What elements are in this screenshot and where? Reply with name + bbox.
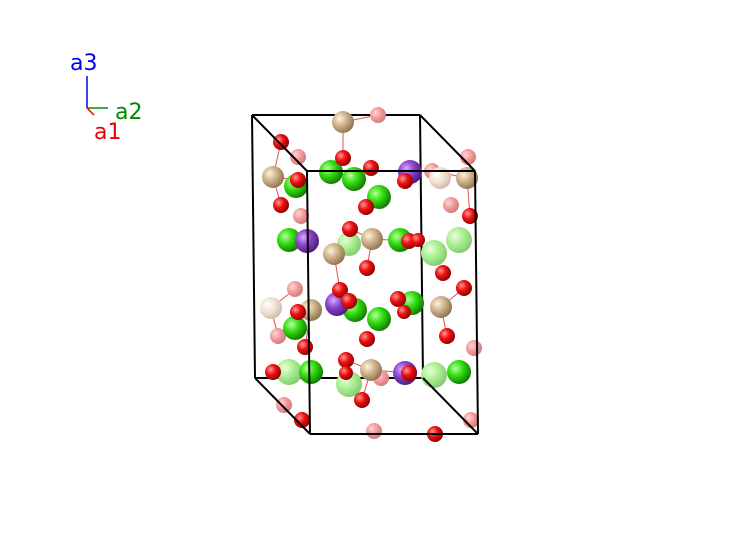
oxygen-atom: [397, 305, 411, 319]
oxygen-atom: [366, 423, 382, 439]
oxygen-atom: [363, 160, 379, 176]
oxygen-atom: [443, 197, 459, 213]
a1-axis-label: a1: [94, 120, 121, 145]
oxygen-atom: [456, 280, 472, 296]
chlorine-atom: [367, 307, 391, 331]
chlorine-atom: [421, 240, 447, 266]
oxygen-atom: [439, 328, 455, 344]
chlorine-atom: [299, 360, 323, 384]
oxygen-atom: [411, 233, 425, 247]
chlorine-atom: [342, 167, 366, 191]
oxygen-atom: [390, 291, 406, 307]
metal-atom: [262, 166, 284, 188]
a1-axis-line: [86, 107, 95, 116]
oxygen-atom: [354, 392, 370, 408]
oxygen-atom: [276, 397, 292, 413]
metal-atom: [361, 228, 383, 250]
metal-atom: [300, 299, 322, 321]
metal-atoms: [262, 111, 478, 381]
oxygen-atom: [338, 352, 354, 368]
oxygen-atom: [370, 107, 386, 123]
oxygen-atom: [462, 208, 478, 224]
metal-atom: [323, 243, 345, 265]
a3-axis-label: a3: [70, 51, 97, 76]
a2-axis-label: a2: [115, 100, 142, 125]
oxygen-atom: [332, 282, 348, 298]
metal-atom: [456, 167, 478, 189]
oxygen-atom: [290, 304, 306, 320]
oxygen-atom: [265, 364, 281, 380]
oxygen-atom: [287, 281, 303, 297]
oxygen-atom: [435, 265, 451, 281]
oxygen-atom: [397, 173, 413, 189]
metal-atom: [429, 167, 451, 189]
oxygen-atom: [358, 199, 374, 215]
oxygen-atom: [341, 293, 357, 309]
oxygen-atom: [294, 412, 310, 428]
oxygen-atom: [273, 197, 289, 213]
potassium-atoms: [295, 160, 422, 385]
metal-atom: [260, 297, 282, 319]
unit-cell-front-edges: [251, 114, 479, 435]
oxygen-atom: [270, 328, 286, 344]
metal-atom: [430, 296, 452, 318]
oxygen-atom: [359, 260, 375, 276]
oxygen-atom: [297, 339, 313, 355]
oxygen-atom: [466, 340, 482, 356]
axes-indicator: a3 a2 a1: [70, 51, 142, 145]
chlorine-atom: [447, 360, 471, 384]
chlorine-atom: [277, 228, 301, 252]
metal-atom: [360, 359, 382, 381]
chlorine-atom: [283, 316, 307, 340]
chlorine-atom: [421, 362, 447, 388]
oxygen-atom: [290, 172, 306, 188]
chlorine-atom: [276, 359, 302, 385]
oxygen-atom: [335, 150, 351, 166]
oxygen-atom: [359, 331, 375, 347]
oxygen-atom: [342, 221, 358, 237]
oxygen-atom: [273, 134, 289, 150]
oxygen-atom: [293, 208, 309, 224]
chlorine-atoms: [277, 160, 471, 384]
chlorine-atom: [367, 185, 391, 209]
oxygen-atom: [339, 366, 353, 380]
chlorine-atom: [446, 227, 472, 253]
oxygen-atom: [401, 365, 417, 381]
metal-atom: [332, 111, 354, 133]
oxygen-atom: [290, 149, 306, 165]
